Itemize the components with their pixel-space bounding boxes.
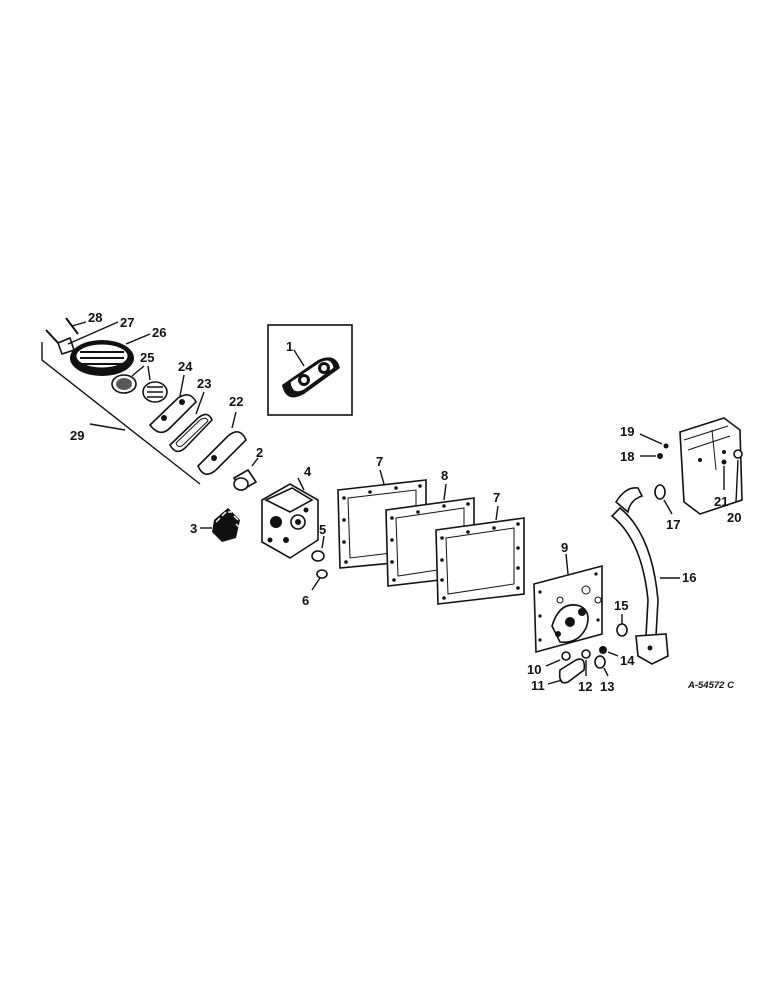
plate-part-24 [148, 374, 197, 434]
callout-29-bracket [41, 342, 201, 485]
callout-18: 18 [620, 449, 634, 464]
plate-part-11 [547, 658, 586, 685]
callout-4: 4 [304, 464, 312, 479]
gear-part-3 [200, 508, 241, 542]
bushing-part-2 [232, 457, 259, 492]
callout-27: 27 [120, 315, 134, 330]
callout-5: 5 [319, 522, 326, 537]
callout-8: 8 [441, 468, 448, 483]
callout-12: 12 [578, 679, 592, 694]
filter-element-part-26 [70, 340, 134, 376]
filter-cartridge-part-25 [111, 365, 168, 403]
callout-16: 16 [682, 570, 696, 585]
callout-7a: 7 [376, 454, 383, 469]
washer-part-21 [721, 459, 727, 490]
callout-13: 13 [600, 679, 614, 694]
valve-part-13 [594, 655, 609, 677]
callout-28: 28 [88, 310, 102, 325]
screw-part-20 [733, 449, 743, 503]
callout-19: 19 [620, 424, 634, 439]
clip-part-27 [56, 336, 76, 356]
callout-1: 1 [286, 339, 293, 354]
callout-25: 25 [140, 350, 154, 365]
o-ring-part-15 [616, 614, 628, 637]
valve-housing [679, 417, 743, 515]
screw-part-19 [639, 433, 669, 449]
callout-15: 15 [614, 598, 628, 613]
callout-11: 11 [531, 678, 545, 693]
cover-part-22 [197, 411, 247, 475]
o-ring-part-17 [654, 484, 673, 515]
callout-22: 22 [229, 394, 243, 409]
callout-2: 2 [256, 445, 263, 460]
callout-23: 23 [197, 376, 211, 391]
callout-20: 20 [727, 510, 741, 525]
callout-26: 26 [152, 325, 166, 340]
filter-assembly [41, 317, 247, 485]
drawing-number: A-54572 C [687, 680, 734, 691]
valve-plate-part-9 [533, 553, 603, 654]
callout-10: 10 [527, 662, 541, 677]
inset-filter-part-1 [267, 324, 353, 416]
callout-7b: 7 [493, 490, 500, 505]
callout-21: 21 [714, 494, 728, 509]
callout-29-leader [89, 423, 126, 431]
nut-part-14 [599, 646, 619, 657]
callout-9: 9 [561, 540, 568, 555]
gasket-part-7b [435, 505, 525, 605]
washer-part-12 [581, 649, 591, 676]
tube-part-16 [610, 486, 680, 665]
callout-3: 3 [190, 521, 197, 536]
pump-body-part-4 [261, 477, 319, 559]
callout-24: 24 [178, 359, 193, 374]
callout-14: 14 [620, 653, 635, 668]
plug-part-10 [545, 651, 571, 667]
o-ring-part-6 [311, 569, 328, 591]
callout-6: 6 [302, 593, 309, 608]
o-ring-part-5 [311, 535, 325, 562]
seal-ring-part-23 [169, 391, 213, 453]
callout-17: 17 [666, 517, 680, 532]
screw-part-18 [640, 453, 663, 459]
callout-29: 29 [70, 428, 84, 443]
